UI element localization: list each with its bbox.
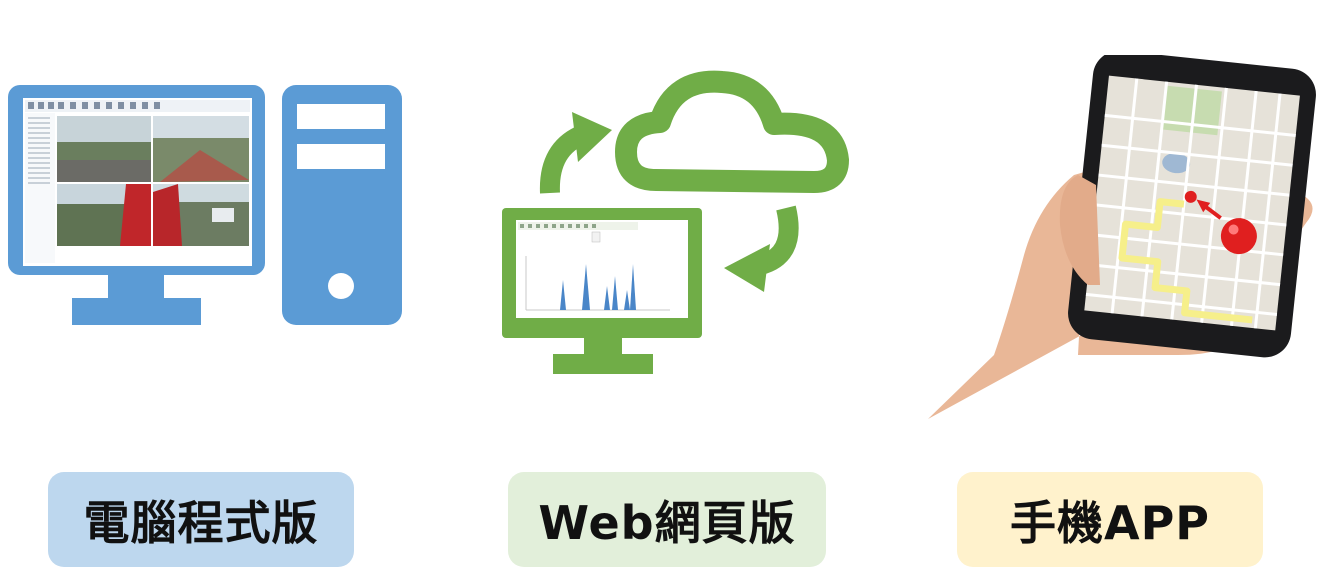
monitor-base bbox=[72, 298, 201, 325]
desktop-computer-icon bbox=[8, 85, 402, 325]
app-sidebar bbox=[25, 113, 55, 263]
web-chart-preview bbox=[525, 256, 670, 311]
power-button bbox=[328, 273, 354, 299]
mobile-app-label: 手機APP bbox=[957, 472, 1263, 567]
web-monitor-neck bbox=[584, 338, 622, 356]
drive-bay-1 bbox=[297, 104, 385, 129]
map-route bbox=[1118, 198, 1253, 324]
monitor-neck bbox=[108, 275, 164, 301]
web-version-label: Web網頁版 bbox=[508, 472, 826, 567]
drive-bay-2 bbox=[297, 144, 385, 169]
map-screen bbox=[1084, 75, 1300, 331]
app-toolbar bbox=[25, 100, 250, 112]
current-location-dot bbox=[1184, 190, 1197, 203]
web-monitor-screen bbox=[516, 220, 688, 318]
cloud-icon bbox=[615, 70, 849, 193]
thumb bbox=[1059, 175, 1100, 285]
camera-feed-grid bbox=[57, 116, 249, 246]
desktop-version-label: 電腦程式版 bbox=[48, 472, 354, 567]
web-monitor-base bbox=[553, 354, 653, 374]
phone-map-icon bbox=[928, 55, 1316, 419]
hand bbox=[928, 171, 1313, 419]
cloud-sync-monitor-icon bbox=[502, 70, 849, 374]
